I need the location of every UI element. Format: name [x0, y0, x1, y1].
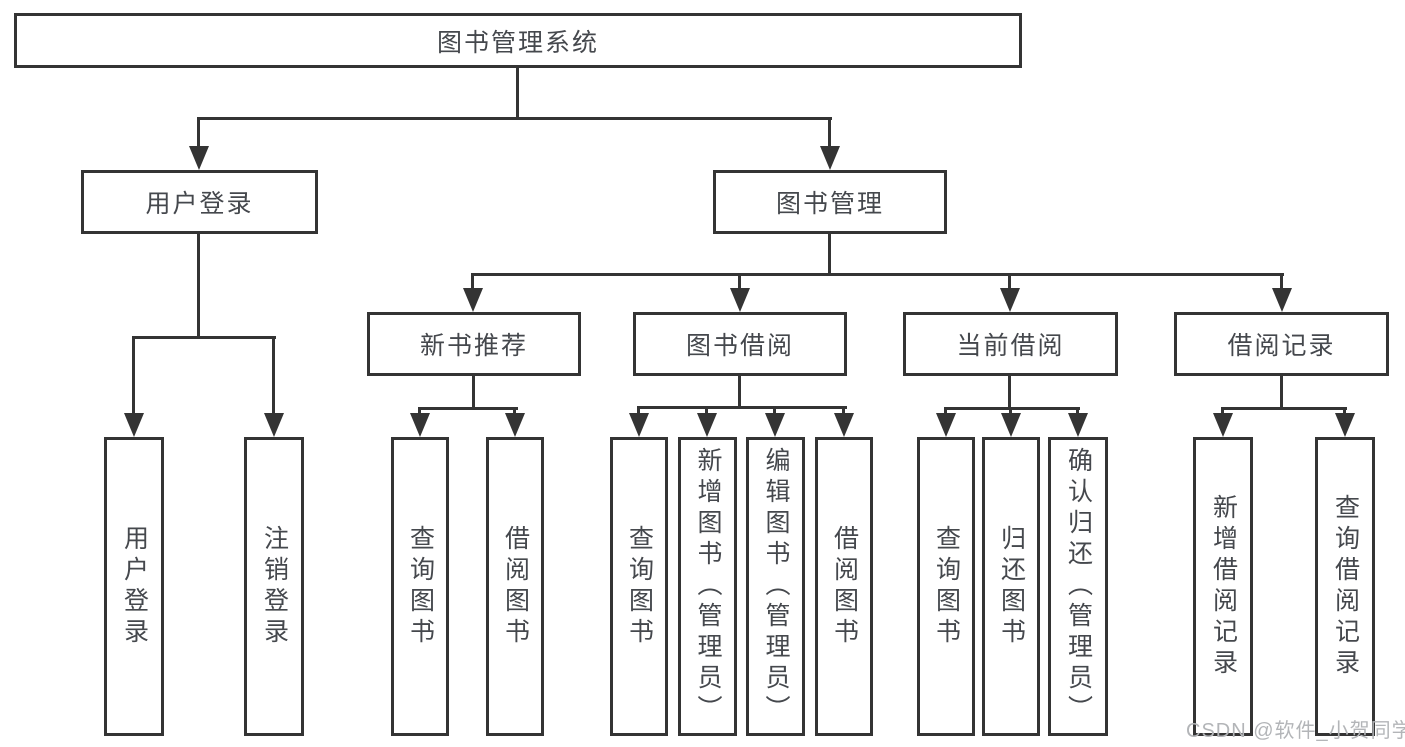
node-label: 新增借阅记录	[1209, 493, 1238, 680]
connector-userlogin-stem	[197, 234, 200, 336]
node-label: 图书借阅	[685, 332, 794, 360]
node-label: 注销登录	[260, 524, 289, 649]
arrow-down-icon	[1000, 288, 1020, 312]
arrow-down-icon	[463, 288, 483, 312]
node-query-books-borrow: 查询图书	[610, 437, 668, 736]
connector-bookmgmt-stem	[828, 234, 831, 275]
connector-userlogin-bar	[132, 336, 276, 339]
node-label: 借阅记录	[1227, 332, 1336, 360]
node-current-borrow: 当前借阅	[903, 312, 1118, 376]
node-label: 查询图书	[625, 524, 654, 649]
node-new-book-recommend: 新书推荐	[367, 312, 581, 376]
node-edit-book-admin: 编辑图书（管理员）	[746, 437, 805, 736]
csdn-watermark: CSDN @软件_小贺同学	[1186, 720, 1405, 742]
node-book-management: 图书管理	[713, 170, 947, 234]
arrow-down-icon	[189, 146, 209, 170]
arrow-down-icon	[765, 413, 785, 437]
connector-stem	[1280, 273, 1283, 290]
connector-stem	[738, 273, 741, 290]
connector-stem	[1008, 273, 1011, 290]
node-borrow-books-borrow: 借阅图书	[815, 437, 873, 736]
connector-stem	[197, 117, 200, 148]
connector-stem	[1009, 407, 1012, 417]
connector-stem	[471, 273, 474, 290]
connector-bookborrow-bar	[637, 406, 847, 409]
connector-bookmgmt-bar	[471, 273, 1284, 276]
connector-stem	[842, 406, 845, 417]
node-label: 图书管理系统	[436, 28, 599, 57]
node-label: 新书推荐	[419, 332, 528, 360]
connector-stem	[637, 406, 640, 417]
connector-stem	[705, 406, 708, 417]
arrow-down-icon	[1335, 413, 1355, 437]
arrow-down-icon	[697, 413, 717, 437]
node-borrow-books-recommend: 借阅图书	[486, 437, 544, 736]
node-label: 编辑图书（管理员）	[762, 447, 790, 726]
node-borrow-records: 借阅记录	[1174, 312, 1389, 376]
connector-stem	[132, 336, 135, 415]
node-return-book: 归还图书	[982, 437, 1040, 736]
arrow-down-icon	[1213, 413, 1233, 437]
node-user-login-leaf: 用户登录	[104, 437, 164, 736]
arrow-down-icon	[505, 413, 525, 437]
node-label: 新增图书（管理员）	[694, 447, 722, 726]
node-label: 借阅图书	[830, 524, 859, 649]
node-query-borrow-record: 查询借阅记录	[1315, 437, 1375, 736]
arrow-down-icon	[1001, 413, 1021, 437]
node-label: 用户登录	[145, 190, 254, 218]
node-label: 图书管理	[775, 190, 884, 218]
connector-newbook-bar	[418, 407, 518, 410]
connector-bookborrow-stem	[738, 376, 741, 408]
arrow-down-icon	[264, 413, 284, 437]
arrow-down-icon	[1068, 413, 1088, 437]
connector-stem	[1343, 407, 1346, 417]
connector-root-stem	[516, 68, 519, 117]
node-label: 查询借阅记录	[1331, 493, 1360, 680]
arrow-down-icon	[124, 413, 144, 437]
connector-stem	[272, 336, 275, 415]
node-root: 图书管理系统	[14, 13, 1022, 68]
connector-stem	[418, 407, 421, 417]
arrow-down-icon	[629, 413, 649, 437]
node-logout: 注销登录	[244, 437, 304, 736]
node-label: 查询图书	[932, 524, 961, 649]
node-label: 查询图书	[406, 524, 435, 649]
node-user-login: 用户登录	[81, 170, 318, 234]
node-query-books-recommend: 查询图书	[391, 437, 449, 736]
connector-currentborrow-bar	[944, 407, 1080, 410]
arrow-down-icon	[410, 413, 430, 437]
arrow-down-icon	[820, 146, 840, 170]
node-add-borrow-record: 新增借阅记录	[1193, 437, 1253, 736]
connector-stem	[1221, 407, 1224, 417]
connector-stem	[773, 406, 776, 417]
arrow-down-icon	[730, 288, 750, 312]
connector-stem	[1076, 407, 1079, 417]
connector-stem	[944, 407, 947, 417]
connector-root-bar	[197, 117, 832, 120]
node-add-book-admin: 新增图书（管理员）	[678, 437, 737, 736]
node-label: 确认归还（管理员）	[1064, 447, 1093, 726]
connector-stem	[828, 117, 831, 148]
arrow-down-icon	[936, 413, 956, 437]
node-label: 借阅图书	[501, 524, 530, 649]
node-label: 当前借阅	[956, 332, 1065, 360]
connector-currentborrow-stem	[1008, 376, 1011, 409]
node-label: 用户登录	[120, 524, 149, 649]
connector-borrowrecords-stem	[1280, 376, 1283, 409]
node-query-books-current: 查询图书	[917, 437, 975, 736]
node-book-borrow: 图书借阅	[633, 312, 847, 376]
connector-borrowrecords-bar	[1221, 407, 1347, 410]
arrow-down-icon	[834, 413, 854, 437]
node-label: 归还图书	[997, 524, 1026, 649]
connector-stem	[513, 407, 516, 417]
arrow-down-icon	[1272, 288, 1292, 312]
node-confirm-return-admin: 确认归还（管理员）	[1048, 437, 1108, 736]
connector-newbook-stem	[472, 376, 475, 409]
